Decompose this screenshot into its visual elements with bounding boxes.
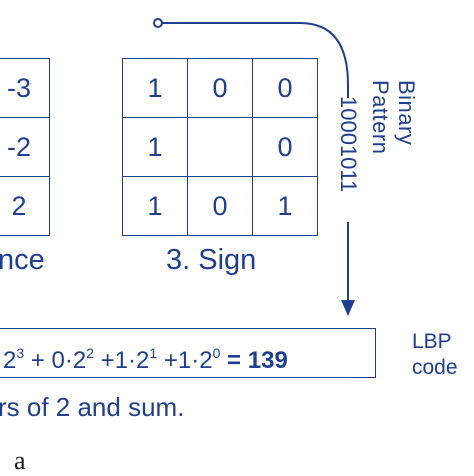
table-cell: 0: [252, 117, 318, 177]
table-row: -3: [0, 58, 50, 118]
footer-text: rs of 2 and sum.: [0, 392, 185, 422]
arrow-start-dot: [153, 18, 163, 28]
formula-term: 23: [3, 345, 25, 374]
formula-operator: +1·: [94, 347, 137, 374]
table-row: 1 0: [122, 117, 318, 177]
table-row: 1 0 1: [122, 176, 318, 236]
table-cell: 1: [252, 176, 318, 236]
table-cell: 0: [187, 176, 253, 236]
table-cell: 0: [187, 58, 253, 118]
table-row: 1 0 0: [122, 58, 318, 118]
sign-table: 1 0 0 1 0 1 0 1: [122, 58, 318, 236]
table-cell: 1: [122, 176, 188, 236]
formula-term: 22: [72, 345, 95, 374]
formula-operator: +1·: [157, 347, 200, 374]
table-row: 2: [0, 176, 50, 236]
table-row: -2: [0, 117, 50, 177]
binary-code: 10001011: [336, 96, 361, 193]
table-cell: 1: [122, 117, 188, 177]
arrow-curve: [162, 22, 349, 98]
table-cell: 2: [0, 176, 50, 236]
formula-operator: + 0·: [24, 347, 73, 374]
table-cell: 1: [122, 58, 188, 118]
binary-pattern-label: Binary Pattern: [368, 80, 419, 155]
lbp-formula-box: 23 + 0·22 +1·21 +1·20 = 139: [0, 328, 376, 378]
lbp-label-line2: code: [412, 356, 458, 379]
table-cell: 0: [252, 58, 318, 118]
subfigure-label: a: [14, 446, 26, 475]
difference-caption: nce: [0, 244, 45, 276]
formula-result: = 139: [220, 347, 288, 374]
sign-caption: 3. Sign: [166, 244, 257, 276]
lbp-label-line1: LBP: [412, 330, 452, 353]
table-cell: -2: [0, 117, 50, 177]
arrow-head-icon: [341, 300, 355, 316]
formula-term: 20: [199, 345, 221, 374]
table-cell: -3: [0, 58, 50, 118]
formula-term: 21: [136, 345, 158, 374]
difference-table: -3 -2 2: [0, 58, 50, 236]
